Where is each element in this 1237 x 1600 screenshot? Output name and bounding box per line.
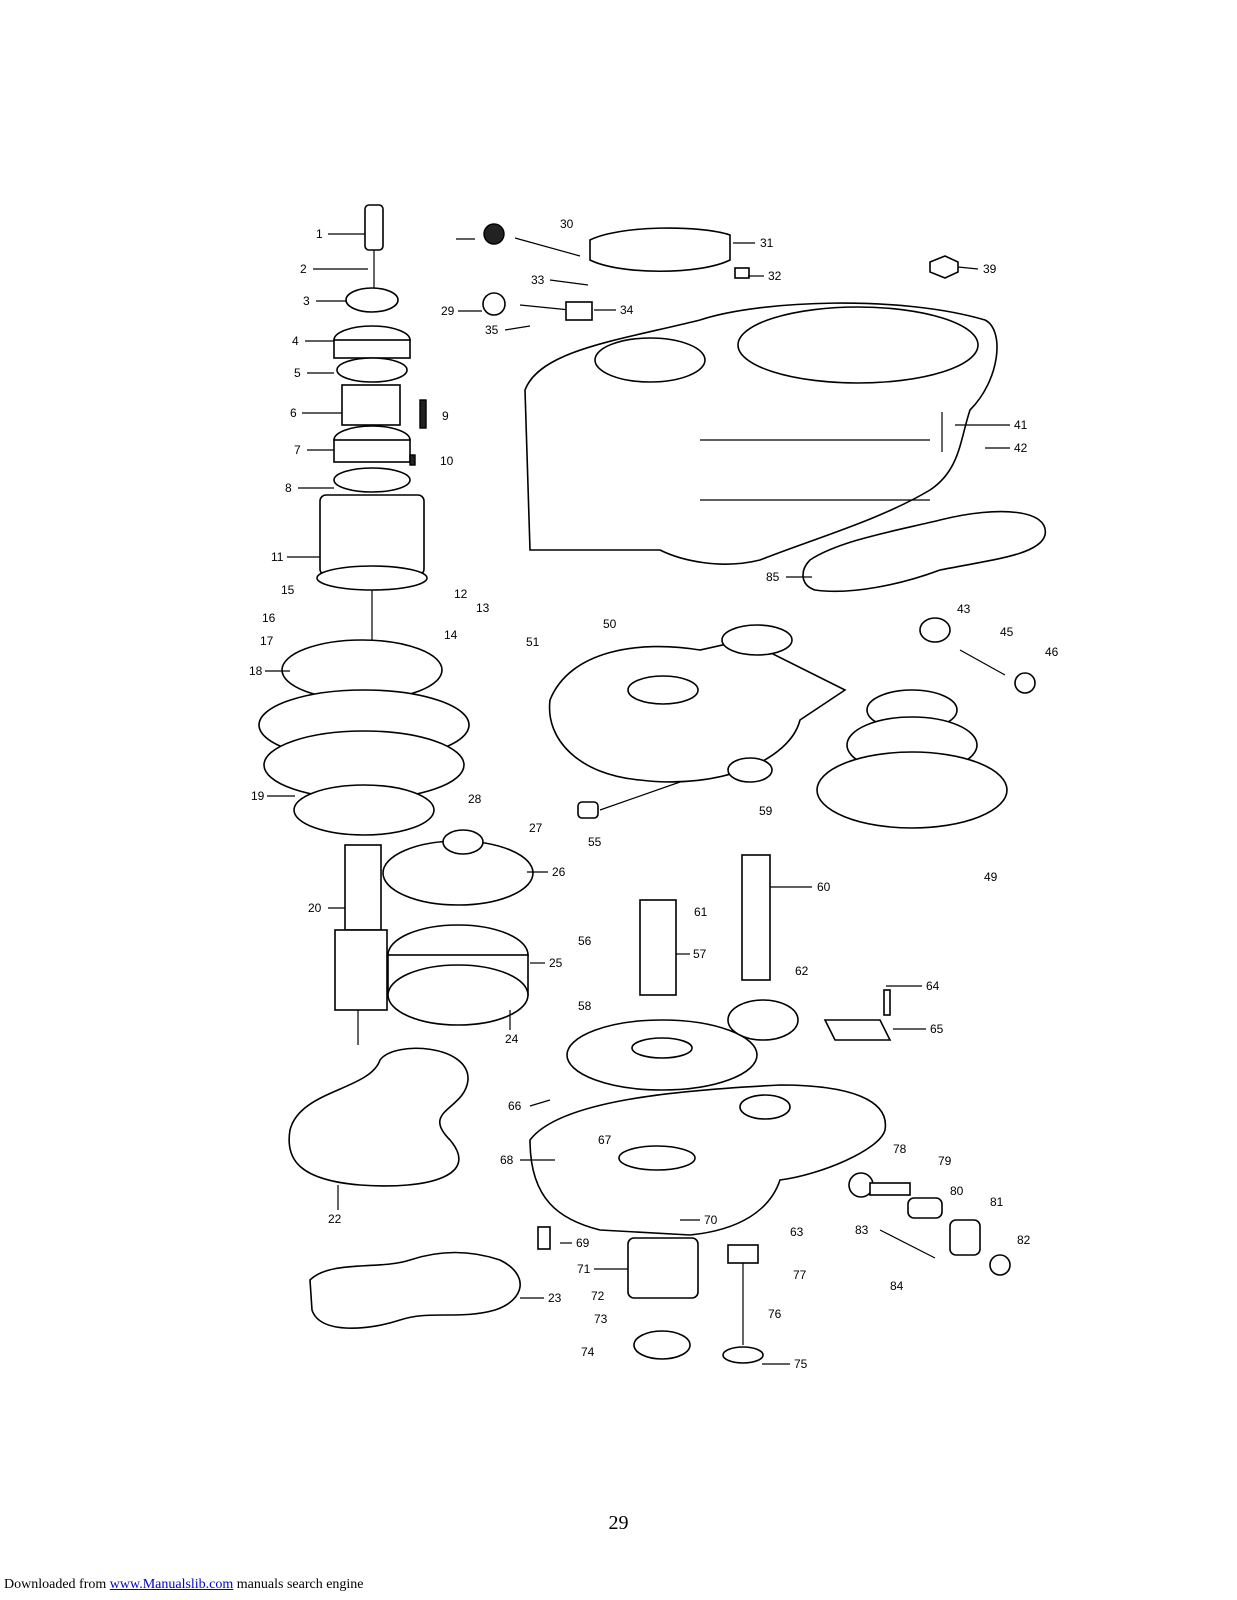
label-51: 51 [526,635,540,649]
label-31: 31 [760,236,774,250]
label-66: 66 [508,1099,522,1113]
label-79: 79 [938,1154,952,1168]
top-small-parts [482,223,959,321]
label-9: 9 [442,409,449,423]
label-8: 8 [285,481,292,495]
page-number: 29 [608,1512,629,1534]
label-14: 14 [444,628,458,642]
label-55: 55 [588,835,602,849]
label-16: 16 [262,611,276,625]
label-22: 22 [328,1212,342,1226]
label-28: 28 [468,792,482,806]
label-23: 23 [548,1291,562,1305]
label-12: 12 [454,587,468,601]
footer-prefix: Downloaded from [4,1577,110,1592]
label-2: 2 [300,262,307,276]
footer-suffix: manuals search engine [233,1577,364,1592]
label-34: 34 [620,303,634,317]
label-70: 70 [704,1213,718,1227]
label-65: 65 [930,1022,944,1036]
label-45: 45 [1000,625,1014,639]
spindle-assembly [258,204,470,1045]
label-58: 58 [578,999,592,1013]
label-56: 56 [578,934,592,948]
label-41: 41 [1014,418,1028,432]
label-6: 6 [290,406,297,420]
label-57: 57 [693,947,707,961]
label-77: 77 [793,1268,807,1282]
label-46: 46 [1045,645,1059,659]
label-3: 3 [303,294,310,308]
plate-and-pulley [548,617,1008,829]
label-15: 15 [281,583,295,597]
label-59: 59 [759,804,773,818]
label-27: 27 [529,821,543,835]
label-67: 67 [598,1133,612,1147]
label-81: 81 [990,1195,1004,1209]
label-61: 61 [694,905,708,919]
label-25: 25 [549,956,563,970]
label-42: 42 [1014,441,1028,455]
label-20: 20 [308,901,322,915]
label-85: 85 [766,570,780,584]
label-19: 19 [251,789,265,803]
label-10: 10 [440,454,454,468]
label-33: 33 [531,273,545,287]
label-72: 72 [591,1289,605,1303]
label-68: 68 [500,1153,514,1167]
label-82: 82 [1017,1233,1031,1247]
label-39: 39 [983,262,997,276]
footer: Downloaded from www.Manualslib.com manua… [4,1577,364,1593]
label-75: 75 [794,1357,808,1371]
label-49: 49 [984,870,998,884]
label-73: 73 [594,1312,608,1326]
label-43: 43 [957,602,971,616]
label-50: 50 [603,617,617,631]
label-84: 84 [890,1279,904,1293]
label-78: 78 [893,1142,907,1156]
label-63: 63 [790,1225,804,1239]
label-29: 29 [441,304,455,318]
label-32: 32 [768,269,782,283]
right-small-parts [848,649,1036,1276]
label-76: 76 [768,1307,782,1321]
label-35: 35 [485,323,499,337]
belt-and-gear-assembly [288,829,534,1329]
label-30: 30 [560,217,574,231]
part-labels: 1 2 3 4 5 6 7 8 9 10 11 12 13 14 15 16 1… [249,217,1059,1371]
label-83: 83 [855,1223,869,1237]
label-71: 71 [577,1262,591,1276]
label-7: 7 [294,443,301,457]
label-74: 74 [581,1345,595,1359]
label-4: 4 [292,334,299,348]
label-26: 26 [552,865,566,879]
label-18: 18 [249,664,263,678]
label-1: 1 [316,227,323,241]
label-13: 13 [476,601,490,615]
leader-lines [265,233,1010,1365]
manualslib-link[interactable]: www.Manualslib.com [109,1577,234,1592]
label-17: 17 [260,634,274,648]
label-80: 80 [950,1184,964,1198]
label-5: 5 [294,366,301,380]
label-11: 11 [271,550,284,564]
label-64: 64 [926,979,940,993]
label-60: 60 [817,880,831,894]
label-62: 62 [795,964,809,978]
gear-housing [524,302,1046,593]
label-69: 69 [576,1236,590,1250]
label-24: 24 [505,1032,519,1046]
lower-gear-train [529,854,892,1364]
